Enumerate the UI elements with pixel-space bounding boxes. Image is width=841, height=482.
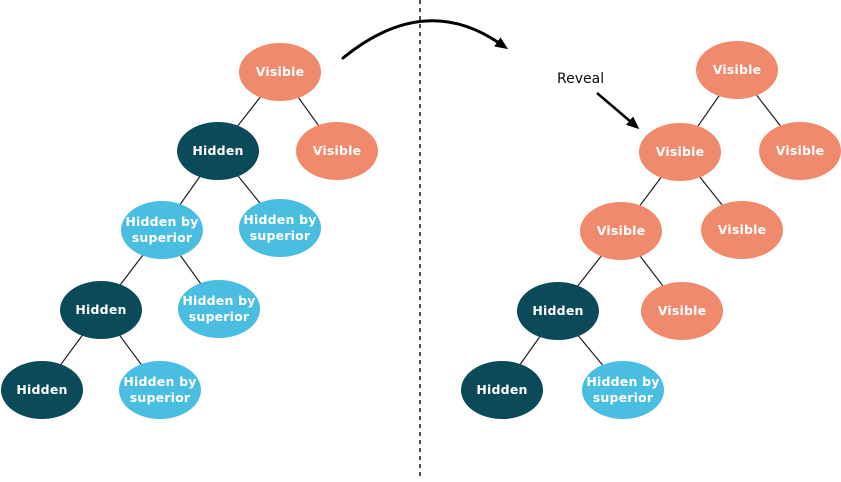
tree-node-hidden: Hidden — [517, 282, 599, 340]
tree-node-hidden-by-superior: Hidden by superior — [119, 361, 201, 419]
tree-node-hidden-by-superior: Hidden by superior — [178, 280, 260, 338]
tree-node-label: Visible — [775, 142, 825, 158]
tree-node-visible: Visible — [641, 282, 723, 340]
reveal-arrow-icon — [596, 92, 640, 130]
tree-node-label: Hidden — [16, 381, 68, 397]
tree-node-hidden: Hidden — [60, 281, 142, 339]
tree-node-hidden: Hidden — [177, 122, 259, 180]
tree-node-label: Visible — [657, 302, 707, 318]
tree-node-visible: Visible — [239, 43, 321, 101]
tree-node-hidden-by-superior: Hidden by superior — [121, 201, 203, 259]
tree-node-label: Hidden by superior — [586, 373, 660, 405]
tree-node-label: Visible — [655, 143, 705, 159]
tree-node-label: Hidden — [192, 142, 244, 158]
tree-node-visible: Visible — [580, 202, 662, 260]
tree-node-visible: Visible — [759, 122, 841, 180]
tree-node-label: Hidden by superior — [243, 211, 317, 243]
tree-node-hidden: Hidden — [461, 361, 543, 419]
tree-node-hidden-by-superior: Hidden by superior — [582, 361, 664, 419]
tree-node-label: Hidden by superior — [182, 292, 256, 324]
tree-node-visible: Visible — [701, 201, 783, 259]
tree-node-hidden: Hidden — [1, 361, 83, 419]
reveal-label: Reveal — [557, 71, 605, 87]
tree-node-visible: Visible — [639, 123, 721, 181]
tree-node-label: Hidden by superior — [123, 373, 197, 405]
tree-node-hidden-by-superior: Hidden by superior — [239, 199, 321, 257]
tree-node-label: Hidden — [476, 381, 528, 397]
tree-node-label: Visible — [717, 221, 767, 237]
tree-node-visible: Visible — [696, 41, 778, 99]
tree-node-label: Hidden by superior — [125, 213, 199, 245]
transform-arrow-icon — [341, 19, 509, 60]
tree-node-label: Hidden — [75, 301, 127, 317]
tree-node-label: Hidden — [532, 302, 584, 318]
tree-node-label: Visible — [312, 142, 362, 158]
tree-node-label: Visible — [712, 61, 762, 77]
tree-node-label: Visible — [255, 63, 305, 79]
tree-node-visible: Visible — [296, 122, 378, 180]
tree-node-label: Visible — [596, 222, 646, 238]
